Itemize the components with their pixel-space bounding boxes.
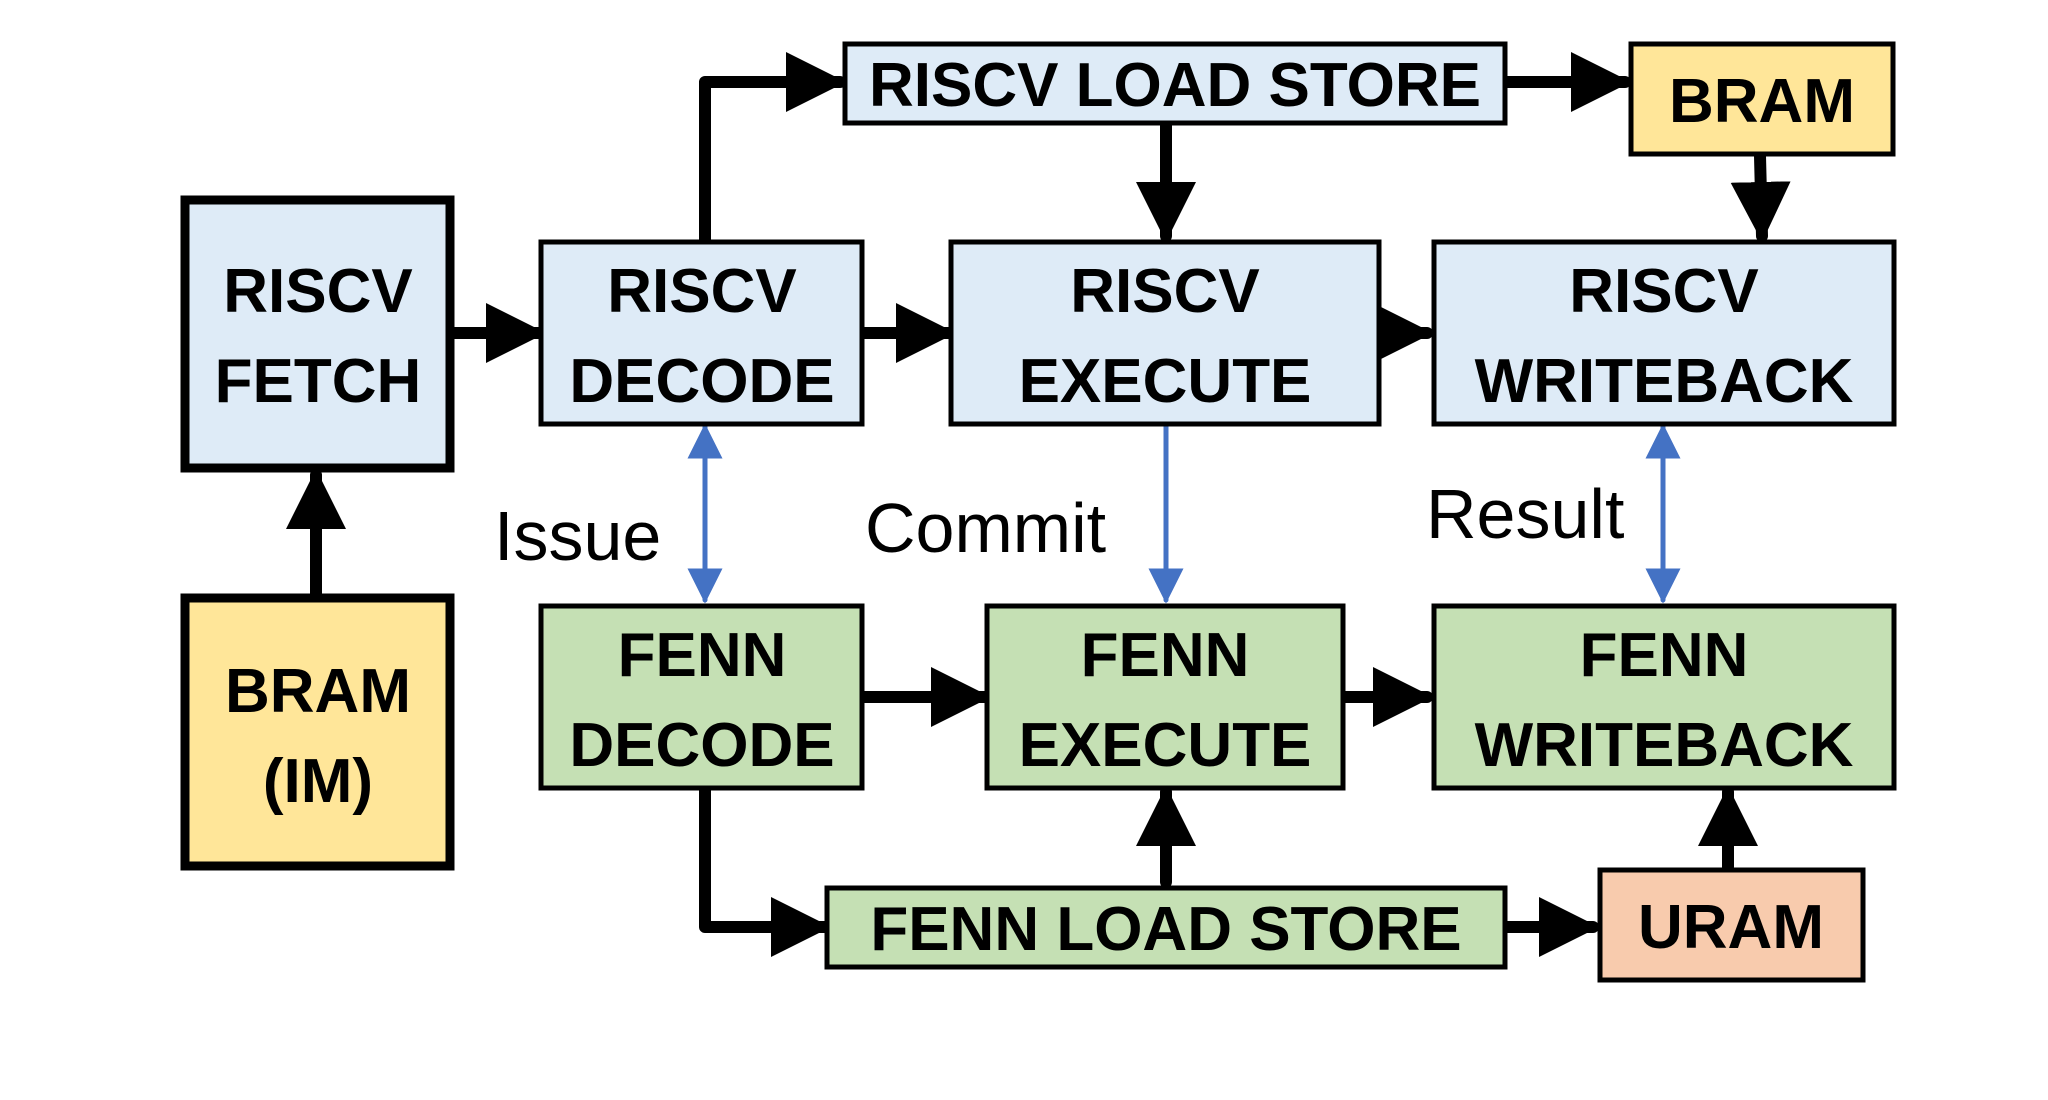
bram-im-line1: BRAM xyxy=(225,657,411,726)
uram-rect xyxy=(1597,867,1866,983)
arrows xyxy=(286,52,1791,957)
fenn-load-store-label: FENN LOAD STORE xyxy=(870,895,1461,964)
riscv-fetch-rect xyxy=(180,195,455,473)
riscv-decode-box: RISCV DECODE xyxy=(538,239,865,427)
arrow-decode-to-riscv-load-store xyxy=(699,52,846,246)
uram-label: URAM xyxy=(1638,893,1824,962)
riscv-load-store-label: RISCV LOAD STORE xyxy=(869,51,1481,120)
fenn-decode-line1: FENN xyxy=(618,621,787,690)
fenn-writeback-line2: WRITEBACK xyxy=(1475,711,1854,780)
riscv-execute-rect xyxy=(948,239,1382,427)
fenn-writeback-box: FENN WRITEBACK xyxy=(1431,603,1897,791)
riscv-load-store-rect xyxy=(842,41,1508,126)
fenn-writeback-line1: FENN xyxy=(1580,621,1749,690)
riscv-load-store-box: RISCV LOAD STORE xyxy=(842,41,1508,126)
fenn-execute-line2: EXECUTE xyxy=(1019,711,1312,780)
fenn-execute-rect xyxy=(984,603,1346,791)
issue-label: Issue xyxy=(494,497,661,575)
uram-box: URAM xyxy=(1597,867,1866,983)
riscv-writeback-line1: RISCV xyxy=(1569,257,1758,326)
fenn-execute-box: FENN EXECUTE xyxy=(984,603,1346,791)
fenn-decode-rect xyxy=(538,603,865,791)
riscv-fetch-line2: FETCH xyxy=(215,347,422,416)
bram-im-box: BRAM (IM) xyxy=(180,593,455,871)
fenn-decode-line2: DECODE xyxy=(569,711,834,780)
riscv-fetch-box: RISCV FETCH xyxy=(180,195,455,473)
result-label: Result xyxy=(1426,475,1624,553)
bram-rect xyxy=(1628,41,1896,157)
riscv-decode-rect xyxy=(538,239,865,427)
commit-label: Commit xyxy=(865,489,1106,567)
arrow-fenn-decode-to-load-store xyxy=(699,784,831,957)
bram-im-rect xyxy=(180,593,455,871)
fenn-load-store-rect xyxy=(824,885,1508,970)
bram-box: BRAM xyxy=(1628,41,1896,157)
fenn-execute-line1: FENN xyxy=(1081,621,1250,690)
riscv-writeback-box: RISCV WRITEBACK xyxy=(1431,239,1897,427)
riscv-writeback-line2: WRITEBACK xyxy=(1475,347,1854,416)
riscv-execute-box: RISCV EXECUTE xyxy=(948,239,1382,427)
fenn-writeback-rect xyxy=(1431,603,1897,791)
riscv-execute-line1: RISCV xyxy=(1070,257,1259,326)
riscv-execute-line2: EXECUTE xyxy=(1019,347,1312,416)
riscv-fetch-line1: RISCV xyxy=(223,257,412,326)
bram-label: BRAM xyxy=(1669,67,1855,136)
riscv-writeback-rect xyxy=(1431,239,1897,427)
fenn-load-store-box: FENN LOAD STORE xyxy=(824,885,1508,970)
riscv-decode-line2: DECODE xyxy=(569,347,834,416)
riscv-decode-line1: RISCV xyxy=(607,257,796,326)
arrow-bram-to-riscv-writeback xyxy=(1730,150,1791,242)
fenn-decode-box: FENN DECODE xyxy=(538,603,865,791)
bram-im-line2: (IM) xyxy=(263,747,373,816)
